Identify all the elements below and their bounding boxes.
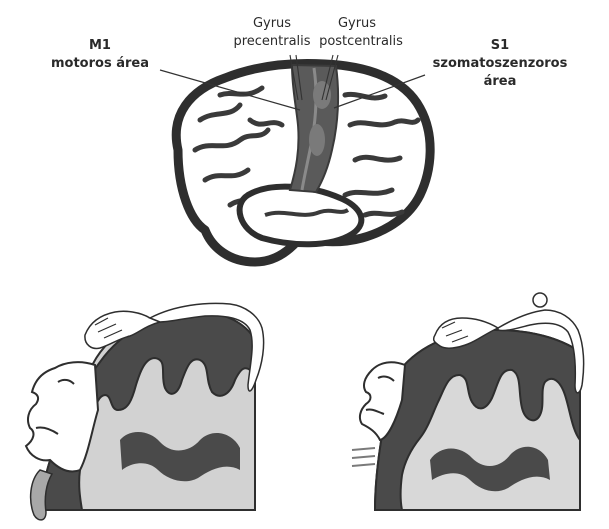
s1-name-line1: szomatoszenzoros <box>425 56 575 72</box>
motor-cortex-section <box>26 303 264 519</box>
s1-code-label: S1 <box>470 38 530 54</box>
gyrus-post-line1: Gyrus <box>302 16 412 32</box>
gyrus-post-line2: postcentralis <box>305 34 417 50</box>
s1-name-line2: área <box>450 74 550 90</box>
sensory-cortex-section <box>352 293 584 510</box>
sensory-highlight-2 <box>309 124 325 156</box>
m1-name-label: motoros área <box>25 56 175 72</box>
m1-code-label: M1 <box>60 38 140 54</box>
sensory-throat-stripes <box>352 448 375 466</box>
sensory-highlight-1 <box>313 81 331 109</box>
brain-lateral-view <box>160 55 430 262</box>
sensory-homunculus-head <box>533 293 547 307</box>
